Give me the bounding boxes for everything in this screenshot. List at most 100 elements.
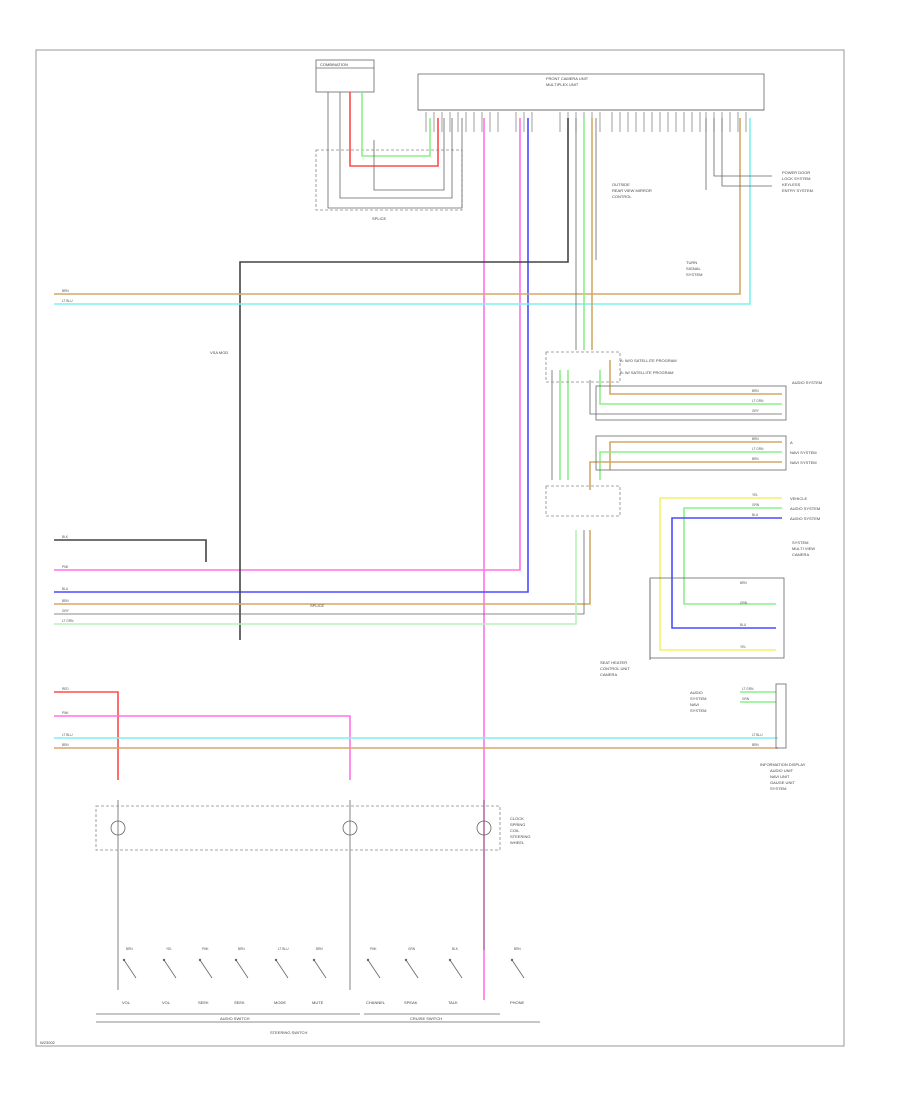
lw-ltgrn: LT GRN [62, 619, 74, 623]
main-unit-label-2: MULTIPLEX UNIT [546, 82, 579, 87]
switch-3: BRN SEEK [234, 947, 249, 1005]
switch-label-3: SEEK [234, 1000, 245, 1005]
lw-red: RED [62, 687, 69, 691]
rw4-b: GRN [740, 601, 748, 605]
footer-code: W23002 [40, 1040, 56, 1045]
mid-note-a: A: W/O SATELLITE PROGRAM [620, 358, 677, 363]
camera-system-a: CAMERA [600, 672, 617, 677]
lw-pnk2: PNK [62, 711, 69, 715]
info-display-2: AUDIO UNIT [770, 768, 794, 773]
switch-wire-label-4: LT BLU [278, 947, 289, 951]
right-aux-2: SYSTEM [690, 696, 706, 701]
lw-brn3: BRN [62, 743, 69, 747]
hazard-1: TURN [686, 260, 697, 265]
midbus-label: SPLICE [310, 603, 325, 608]
main-unit-label-1: FRONT CAMERA UNIT [546, 76, 589, 81]
top-splice-label: SPLICE [372, 216, 387, 221]
switch-label-8: TALK [448, 1000, 458, 1005]
switch-label-0: VOL [122, 1000, 131, 1005]
keyless-label-2: SPRING [510, 822, 525, 827]
rw2-b: LT GRN [752, 447, 764, 451]
combination-connector: COMBINATION [315, 59, 375, 93]
switch-label-2: SEEK [198, 1000, 209, 1005]
switch-label-7: SPEAK [404, 1000, 418, 1005]
seat-heater-1: SEAT HEATER [600, 660, 627, 665]
rw3-b: GRN [752, 503, 760, 507]
lamp-1 [110, 820, 126, 836]
rw2-a: BRN [752, 437, 759, 441]
lamp-2 [342, 820, 358, 836]
right-display-3: CAMERA [792, 552, 809, 557]
switch-wire-label-9: BRN [514, 947, 521, 951]
camera-system-3: CONTROL [612, 194, 632, 199]
right-ref2-a: A [790, 440, 793, 445]
rw2-c: BRN [752, 457, 759, 461]
rw1-a: BRN [752, 389, 759, 393]
main-unit: FRONT CAMERA UNIT MULTIPLEX UNIT [417, 73, 765, 111]
right-low-2: AUDIO SYSTEM [790, 506, 820, 511]
lw-blk: BLK [62, 535, 69, 539]
top-left-splice: SPLICE [315, 149, 463, 221]
right-low-3: AUDIO SYSTEM [790, 516, 820, 521]
info-display-1: INFORMATION DISPLAY [760, 762, 806, 767]
vsa-label: VSA MOD [210, 350, 228, 355]
camera-system-1: OUTSIDE [612, 182, 630, 187]
info-display-3: NAVI UNIT [770, 774, 790, 779]
steering-switch-label: STEERING SWITCH [270, 1030, 307, 1035]
info-display-5: SYSTEM [770, 786, 786, 791]
hazard-2: SIGNAL [686, 266, 701, 271]
wires [54, 92, 782, 1000]
main-unit-pins [425, 112, 747, 132]
lw-gry: GRY [62, 609, 70, 613]
right-low-1: VEHICLE [790, 496, 807, 501]
switch-label-5: MUTE [312, 1000, 324, 1005]
rw5-a: LT GRN [742, 687, 754, 691]
switch-wire-label-1: YEL [166, 947, 172, 951]
switch-wire-label-2: PNK [202, 947, 209, 951]
right-wire-labels: BRN LT GRN GRY BRN LT GRN BRN YEL GRN BL… [740, 389, 764, 747]
keyless-entry-2: ENTRY SYSTEM [782, 188, 813, 193]
right-ref2-b: NAVI SYSTEM [790, 450, 817, 455]
mid-splices [545, 351, 621, 517]
keyless-label-1: CLOCK [510, 816, 524, 821]
rw1-b: LT GRN [752, 399, 764, 403]
right-aux-4: SYSTEM [690, 708, 706, 713]
right-display-1: SYSTEM [792, 540, 808, 545]
right-aux-1: AUDIO [690, 690, 703, 695]
switch-wire-label-3: BRN [238, 947, 245, 951]
left-wire-labels: BRN LT BLU BLK PNK BLU BRN GRY LT GRN RE… [62, 289, 74, 747]
switch-7: GRN SPEAK [404, 947, 419, 1005]
lw-ltblu2: LT BLU [62, 733, 73, 737]
info-display-4: GAUGE UNIT [770, 780, 795, 785]
rw6-b: BRN [752, 743, 759, 747]
hazard-3: SYSTEM [686, 272, 702, 277]
steering-switch-group: CLOCK SPRING COIL STEERING WHEEL [95, 805, 530, 851]
right-display-2: MULTI VIEW [792, 546, 815, 551]
combination-label: COMBINATION [320, 62, 348, 67]
lw-pnk: PNK [62, 565, 69, 569]
rw4-d: YEL [740, 645, 746, 649]
rw6-a: LT BLU [752, 733, 763, 737]
audio-switch-label: AUDIO SWITCH [220, 1016, 250, 1021]
keyless-label-4: STEERING [510, 834, 530, 839]
lamp-3 [476, 820, 492, 836]
seat-heater-2: CONTROL UNIT [600, 666, 630, 671]
keyless-label-5: WHEEL [510, 840, 525, 845]
camera-system-2: REAR VIEW MIRROR [612, 188, 652, 193]
lw-ltblu: LT BLU [62, 299, 73, 303]
switch-2: PNK SEEK [198, 947, 213, 1005]
keyless-label-3: COIL [510, 828, 520, 833]
rw1-c: GRY [752, 409, 760, 413]
rw4-a: BRN [740, 581, 747, 585]
audio-system-header: AUDIO SYSTEM [792, 380, 822, 385]
rw5-b: GRN [742, 697, 750, 701]
lw-brn: BRN [62, 289, 69, 293]
switch-wire-label-8: BLK [452, 947, 459, 951]
switch-wire-label-7: GRN [408, 947, 416, 951]
